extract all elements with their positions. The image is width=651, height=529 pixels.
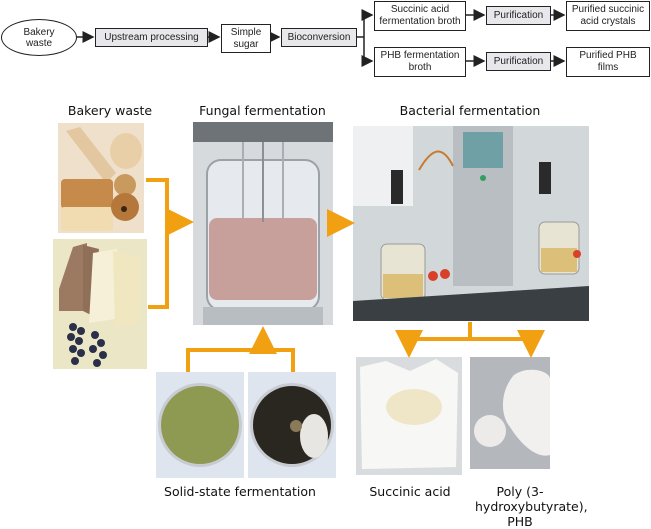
flow-phb-product: Purified PHB films [566,47,650,77]
arrow-bakery-merge [146,178,169,309]
label-phb: Poly (3-hydroxybutyrate), PHB [475,484,588,529]
lab-setup-illustration [353,126,589,321]
photo-bakery-cakes [53,239,147,369]
cake-illustration [53,239,147,369]
flow-start-bakery-waste: Bakery waste [1,19,77,56]
flow-phb-broth: PHB fermentation broth [374,47,466,77]
flow-succinic-purification: Purification [486,6,551,25]
arrow-solid-state-merge [186,348,295,372]
flow-bioconversion-label: Bioconversion [287,31,351,43]
bioreactor-illustration [193,122,333,325]
flow-start-label: Bakery waste [23,26,55,49]
flow-succinic-product-label: Purified succinic acid crystals [571,4,645,27]
petri-dish-dark [248,372,336,478]
flow-phb-product-label: Purified PHB films [579,50,637,73]
flow-succinic-purification-label: Purification [493,9,544,21]
photo-succinic-acid [356,357,462,475]
flow-phb-purification-label: Purification [493,55,544,67]
label-solid-state-fermentation: Solid-state fermentation [164,484,316,499]
flow-bioconversion: Bioconversion [281,28,357,47]
label-bacterial-fermentation: Bacterial fermentation [399,103,541,118]
flow-upstream-label: Upstream processing [104,31,199,43]
flow-sugar-label: Simple sugar [230,26,262,50]
succinic-crystals-illustration [356,357,462,475]
flow-phb-broth-label: PHB fermentation broth [380,50,460,73]
label-fungal-fermentation: Fungal fermentation [199,103,326,118]
photo-bacterial-bioreactors [353,126,589,321]
flowchart-connectors [76,9,566,67]
label-succinic-acid: Succinic acid [369,484,451,499]
photo-solid-state-plate-dark [248,372,336,478]
bread-illustration [58,123,144,233]
label-bakery-waste: Bakery waste [67,103,153,118]
photo-phb-films [470,357,550,469]
petri-dish-green [156,372,244,478]
flow-upstream-processing: Upstream processing [95,28,208,47]
photo-fungal-bioreactor [193,122,333,325]
flow-succinic-broth: Succinic acid fermentation broth [374,1,466,31]
photo-solid-state-plate-green [156,372,244,478]
phb-film-illustration [470,357,550,469]
photo-bakery-breads [58,123,144,233]
flow-phb-purification: Purification [486,52,551,71]
flow-succinic-broth-label: Succinic acid fermentation broth [379,4,461,27]
flow-simple-sugar: Simple sugar [221,24,271,53]
flow-succinic-product: Purified succinic acid crystals [566,1,650,31]
